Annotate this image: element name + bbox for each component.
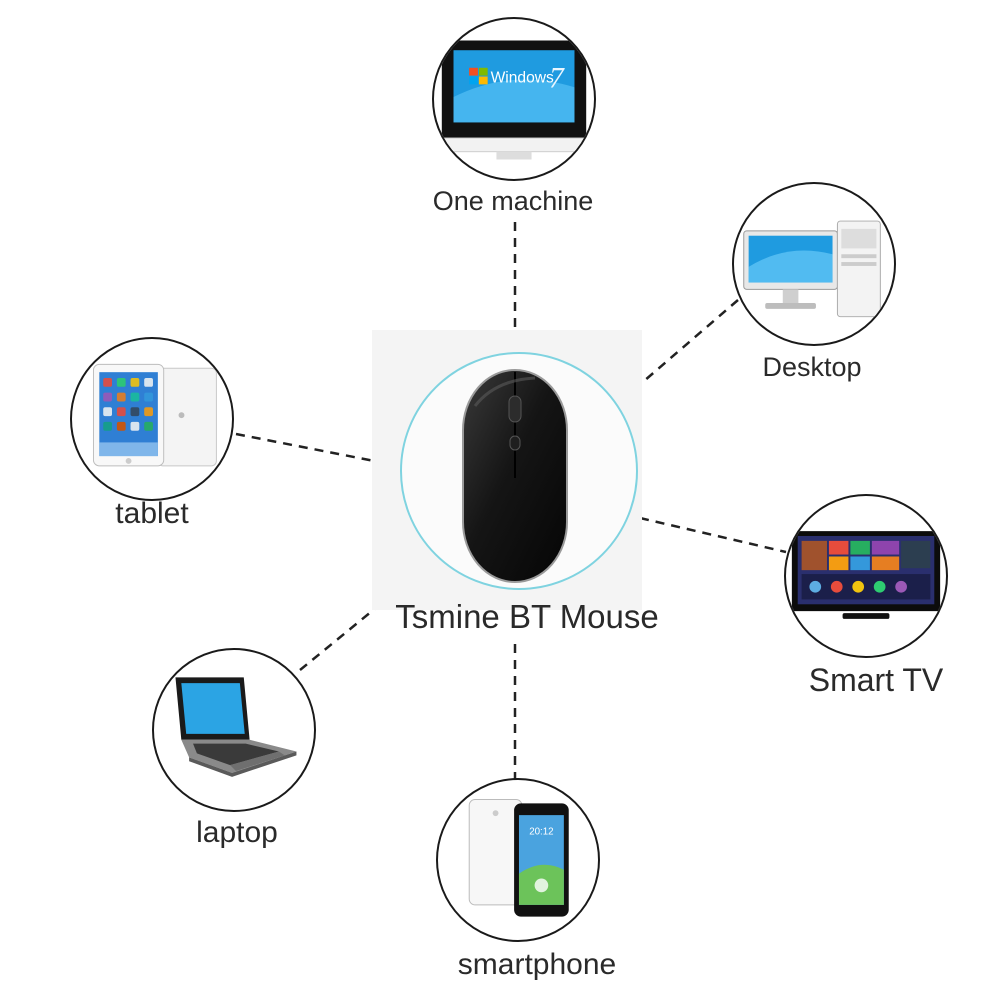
tablet-icon: ● [92,363,217,467]
laptop-label: laptop [196,816,278,849]
windows-version: 7 [549,62,565,94]
center-label: Tsmine BT Mouse [395,598,659,635]
tablet-label: tablet [115,497,189,530]
one-machine-label: One machine [432,186,594,216]
connector-tablet [235,432,401,468]
all-in-one-pc-icon: Windows 7 [441,40,587,160]
smart-tv-label: Smart TV [808,662,944,698]
node-tablet: ● [70,337,234,501]
connector-smart-tv [639,516,787,554]
node-desktop [732,182,896,346]
mouse-icon [462,369,568,583]
phone-clock: 20:12 [529,827,553,838]
svg-text:●: ● [177,407,185,422]
desktop-label: Desktop [762,352,862,382]
smart-tv-icon [791,531,941,619]
connector-laptop [299,561,433,671]
smartphone-label: smartphone [457,948,617,981]
node-smart-tv [784,494,948,658]
smartphone-icon: 20:12 [468,799,569,917]
desktop-pc-icon [743,220,881,318]
node-smartphone: 20:12 [436,778,600,942]
node-one-machine: Windows 7 [432,17,596,181]
laptop-icon [175,677,297,777]
windows-text: Windows [491,69,554,86]
node-laptop [152,648,316,812]
